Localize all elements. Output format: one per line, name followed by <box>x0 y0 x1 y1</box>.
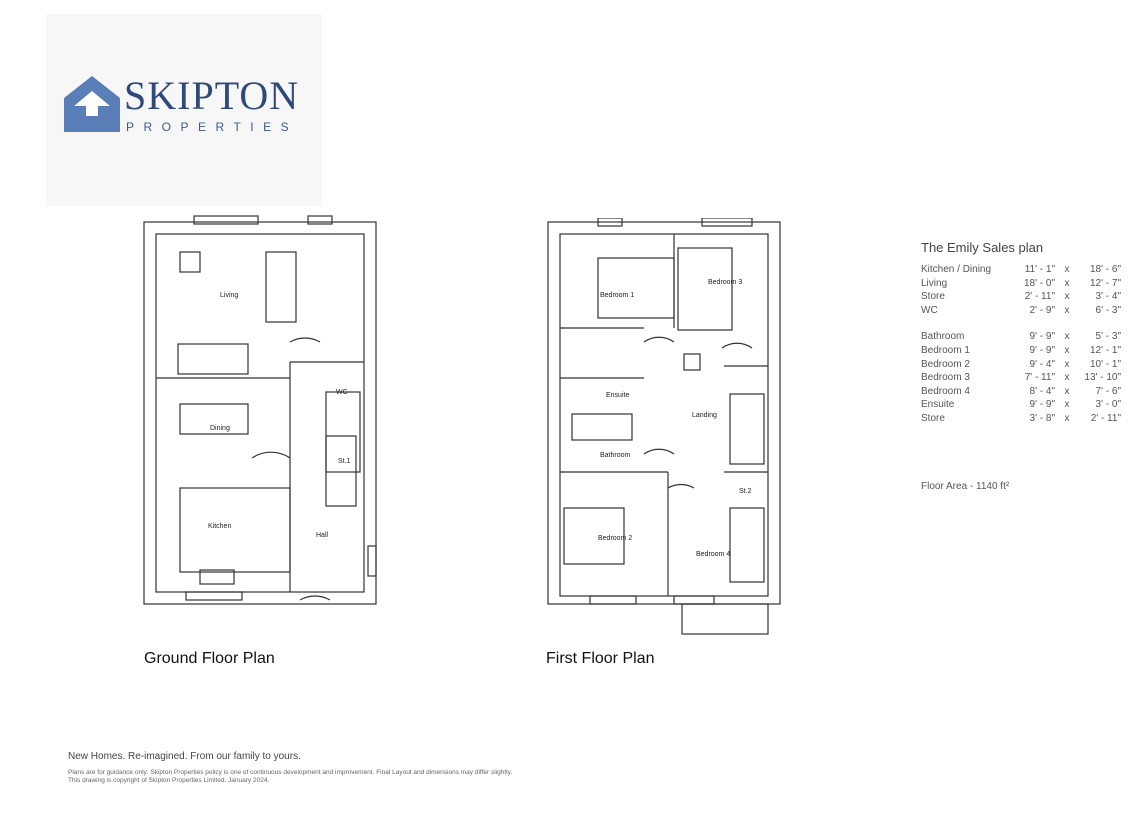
schedule-cell-a: 7' - 11" <box>1024 372 1055 384</box>
room-store-1: St.1 <box>338 458 351 465</box>
schedule-cell-a: 9' - 4" <box>1029 358 1055 370</box>
schedule-title: The Emily Sales plan <box>921 240 1044 255</box>
schedule-cell-a: 9' - 9" <box>1029 399 1055 411</box>
schedule-cell-name: Ensuite <box>921 399 955 411</box>
schedule-cell-b: 12' - 1" <box>1089 344 1121 356</box>
schedule-cell-name: Kitchen / Dining <box>921 264 992 275</box>
schedule-cell-x: x <box>1064 277 1070 289</box>
schedule-cell-b: 3' - 0" <box>1095 399 1121 411</box>
schedule-cell-x: x <box>1064 385 1070 397</box>
room-hall: Hall <box>316 532 329 539</box>
schedule-cell-a: 18' - 0" <box>1023 277 1055 289</box>
schedule-row: Store 3' - 8" x 2' - 11" <box>921 412 1121 426</box>
schedule-row: Kitchen / Dining 11' - 1" x 18' - 6" <box>921 263 1121 277</box>
schedule-cell-b: 12' - 7" <box>1089 277 1121 289</box>
schedule-cell-b: 6' - 3" <box>1095 304 1121 316</box>
schedule-row: Bedroom 3 7' - 11" x 13' - 10" <box>921 371 1121 385</box>
schedule-cell-a: 2' - 9" <box>1029 304 1055 316</box>
schedule-cell-name: Bedroom 4 <box>921 385 970 397</box>
schedule-row: Bedroom 4 8' - 4" x 7' - 6" <box>921 385 1121 399</box>
schedule-cell-b: 13' - 10" <box>1084 372 1121 384</box>
room-living: Living <box>220 292 238 299</box>
schedule-cell-name: Store <box>921 291 945 303</box>
ground-floor-plan: Living Dining Kitchen WC St.1 Hall <box>143 215 377 605</box>
schedule-cell-name: Store <box>921 412 945 424</box>
schedule-cell-b: 7' - 6" <box>1095 385 1121 397</box>
room-kitchen: Kitchen <box>208 523 231 530</box>
first-rows: Bathroom 9' - 9" x 5' - 3" Bedroom 1 9' - 9" x… <box>921 330 1121 425</box>
disclaimer-line-1: Plans are for guidance only: Skipton Pro… <box>68 769 513 776</box>
schedule-cell-a: 8' - 4" <box>1029 385 1055 397</box>
schedule-cell-a: 11' - 1" <box>1024 264 1055 275</box>
schedule-cell-name: WC <box>921 304 938 316</box>
house-logo-icon <box>64 76 120 132</box>
schedule-cell-name: Bedroom 2 <box>921 358 970 370</box>
schedule-row: Store 2' - 11" x 3' - 4" <box>921 290 1121 304</box>
schedule-cell-a: 9' - 9" <box>1029 331 1055 343</box>
schedule-cell-b: 10' - 1" <box>1089 358 1121 370</box>
room-bedroom-4: Bedroom 4 <box>696 551 730 558</box>
room-schedule: The Emily Sales plan Kitchen / Dining 11'… <box>921 240 1121 426</box>
ground-floor-label: Ground Floor Plan <box>144 650 275 667</box>
schedule-cell-x: x <box>1064 399 1070 411</box>
schedule-cell-name: Bedroom 1 <box>921 344 970 356</box>
schedule-row: Bedroom 1 9' - 9" x 12' - 1" <box>921 344 1121 358</box>
brand-subtitle: PROPERTIES <box>126 120 299 134</box>
schedule-cell-x: x <box>1064 358 1070 370</box>
schedule-cell-b: 3' - 4" <box>1095 291 1121 303</box>
disclaimer-line-2: This drawing is copyright of Skipton Pro… <box>68 777 270 784</box>
schedule-row: Living 18' - 0" x 12' - 7" <box>921 277 1121 291</box>
room-bedroom-3: Bedroom 3 <box>708 279 742 286</box>
schedule-cell-x: x <box>1064 412 1070 424</box>
schedule-cell-x: x <box>1064 264 1070 275</box>
schedule-cell-b: 2' - 11" <box>1090 412 1121 424</box>
room-bedroom-2: Bedroom 2 <box>598 535 632 542</box>
schedule-cell-a: 2' - 11" <box>1024 291 1055 303</box>
first-floor-label: First Floor Plan <box>546 650 655 667</box>
schedule-cell-x: x <box>1064 344 1070 356</box>
first-floor-plan: Bedroom 1 Bedroom 3 Ensuite Landing Bath… <box>547 218 781 635</box>
room-landing: Landing <box>692 412 717 419</box>
schedule-cell-b: 18' - 6" <box>1089 264 1121 275</box>
schedule-cell-name: Bathroom <box>921 331 965 343</box>
room-wc: WC <box>336 389 348 396</box>
schedule-row: Bathroom 9' - 9" x 5' - 3" <box>921 330 1121 344</box>
brand-name: SKIPTON <box>124 73 300 118</box>
schedule-cell-x: x <box>1064 372 1070 384</box>
ground-rows: Kitchen / Dining 11' - 1" x 18' - 6" Living 1… <box>921 263 1121 317</box>
tagline: New Homes. Re-imagined. From our family … <box>68 751 301 762</box>
schedule-cell-x: x <box>1064 331 1070 343</box>
room-ensuite: Ensuite <box>606 392 629 399</box>
room-bedroom-1: Bedroom 1 <box>600 292 634 299</box>
schedule-cell-name: Living <box>921 277 948 289</box>
room-dining: Dining <box>210 425 230 432</box>
room-store-2: St.2 <box>739 488 752 495</box>
disclaimer: Plans are for guidance only: Skipton Pro… <box>68 769 588 785</box>
schedule-cell-b: 5' - 3" <box>1095 331 1121 343</box>
schedule-cell-x: x <box>1064 304 1070 316</box>
floor-area: Floor Area - 1140 ft² <box>921 481 1010 492</box>
schedule-row: Bedroom 2 9' - 4" x 10' - 1" <box>921 358 1121 372</box>
schedule-cell-x: x <box>1064 291 1070 303</box>
schedule-cell-name: Bedroom 3 <box>921 372 970 384</box>
schedule-row: Ensuite 9' - 9" x 3' - 0" <box>921 398 1121 412</box>
schedule-row: WC 2' - 9" x 6' - 3" <box>921 304 1121 318</box>
room-bathroom: Bathroom <box>600 452 631 459</box>
schedule-cell-a: 9' - 9" <box>1029 344 1055 356</box>
schedule-cell-a: 3' - 8" <box>1029 412 1055 424</box>
